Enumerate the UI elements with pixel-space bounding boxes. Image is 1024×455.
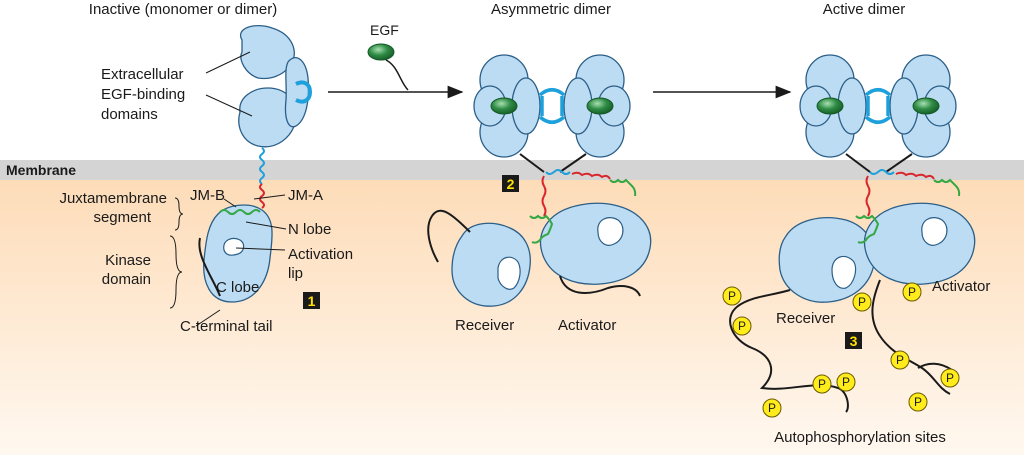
label-c-terminal-tail: C-terminal tail [180,318,273,335]
stage-title-asymmetric: Asymmetric dimer [491,1,611,18]
phospho-label-3: P [858,295,866,309]
membrane-band [0,160,1024,180]
label-autophosphorylation-sites: Autophosphorylation sites [774,429,946,446]
active-dimer-kinases [729,169,976,413]
phospho-site-1 [722,286,742,306]
label-egf: EGF [370,22,399,38]
activator-tail-2 [559,275,641,297]
label-activator-3: Activator [932,278,990,295]
phospho-label-5: P [896,353,904,367]
phospho-label-1: P [728,289,736,303]
activator-kinase-3 [863,202,976,285]
step-box-1: 1 [303,292,320,309]
inactive-receptor [169,25,313,327]
step-box-3: 3 [845,332,862,349]
phospho-site-6 [940,368,960,388]
phospho-label-9: P [818,377,826,391]
label-c-lobe: C lobe [216,279,259,296]
c-terminal-tail [198,237,221,297]
jm-b-segment [219,209,261,215]
phospho-label-8: P [842,375,850,389]
activator-kinase-2 [539,202,652,285]
phospho-site-2 [732,316,752,336]
svg-text:2: 2 [507,176,515,192]
phospho-site-7 [908,392,928,412]
activation-lip [223,237,245,256]
stage-title-inactive: Inactive (monomer or dimer) [89,1,277,18]
phospho-site-4 [902,282,922,302]
label-receiver-2: Receiver [455,317,514,334]
dimer-tether [538,88,566,124]
label-extracellular-1: Extracellular [101,66,184,83]
label-kinase-2: domain [102,271,151,288]
transmembrane-helix [259,147,265,185]
label-kinase-1: Kinase [105,252,151,269]
label-activation-2: lip [288,265,303,282]
label-activation-1: Activation [288,246,353,263]
label-n-lobe: N lobe [288,221,331,238]
step-box-2: 2 [502,175,519,192]
svg-text:1: 1 [308,293,316,309]
asymmetric-dimer-extracellular [473,54,631,173]
phospho-site-10 [762,398,782,418]
label-jm-b: JM-B [190,187,225,204]
egf-bound-left [490,97,518,115]
phospho-label-10: P [768,401,776,415]
label-extracellular-3: domains [101,106,158,123]
label-juxtamembrane-2: segment [93,209,151,226]
phospho-site-8 [836,372,856,392]
phospho-sites: P P P P P P P P P P [722,282,960,418]
extracellular-domain-side [284,57,310,128]
receiver-tail-2 [427,209,471,263]
receiver-kinase-3 [778,217,876,303]
phospho-label-7: P [914,395,922,409]
label-jm-a: JM-A [288,187,323,204]
egf-ligand: EGF [367,22,409,91]
jm-a-segment [259,183,265,209]
asymmetric-dimer-kinases [427,169,652,307]
phospho-label-4: P [908,285,916,299]
svg-text:3: 3 [850,333,858,349]
phospho-site-3 [852,292,872,312]
label-activator-2: Activator [558,317,616,334]
membrane-label: Membrane [6,162,76,178]
egf-bound-right [586,97,614,115]
active-dimer-extracellular [799,54,957,173]
label-extracellular-2: EGF-binding [101,86,185,103]
label-receiver-3: Receiver [776,310,835,327]
receiver-tail-3 [729,289,849,413]
phospho-label-6: P [946,371,954,385]
label-juxtamembrane-1: Juxtamembrane [59,190,167,207]
stage-title-active: Active dimer [823,1,906,18]
phospho-label-2: P [738,319,746,333]
phospho-site-9 [812,374,832,394]
egf-molecule [367,43,395,61]
phospho-site-5 [890,350,910,370]
tether-arm [295,80,313,104]
